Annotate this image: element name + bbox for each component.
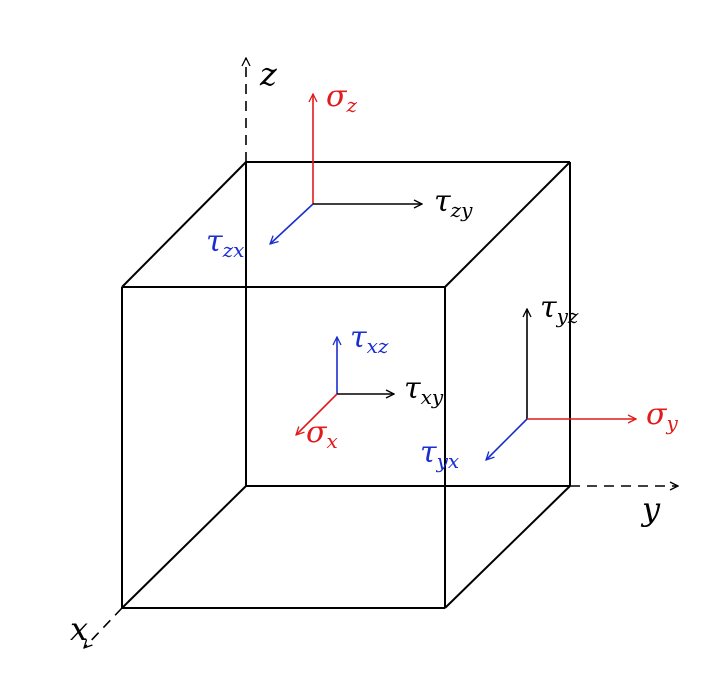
sigma-z-label: σz	[326, 79, 357, 117]
tau-yx-label: τyx	[420, 435, 459, 473]
tau-zx-label: τzx	[206, 224, 244, 262]
tau-yz-label: τyz	[540, 290, 579, 328]
top-face-stresses	[270, 94, 422, 244]
cube-diag-bottom-right	[444, 485, 571, 609]
tau-xy-label: τxy	[404, 371, 444, 409]
tau-zx-arrow	[270, 203, 314, 244]
cube-diag-top-left	[121, 161, 247, 288]
cube	[121, 161, 571, 609]
cube-diag-bottom-left	[121, 485, 247, 609]
sigma-y-label: σy	[646, 397, 678, 435]
cube-diag-top-right	[444, 161, 571, 288]
right-face-stresses	[486, 309, 636, 460]
y-axis-label: y	[640, 490, 661, 528]
front-face-stresses	[296, 337, 394, 435]
x-axis-line	[84, 607, 123, 648]
sigma-x-label: σx	[306, 415, 338, 453]
tau-zy-label: τzy	[434, 184, 473, 222]
x-axis-label: x	[70, 610, 88, 648]
tau-yx-arrow	[486, 418, 528, 460]
tau-xz-label: τxz	[350, 320, 389, 358]
z-axis-label: z	[259, 55, 278, 93]
coordinate-axes	[84, 58, 678, 648]
sigma-x-arrow	[296, 393, 338, 435]
